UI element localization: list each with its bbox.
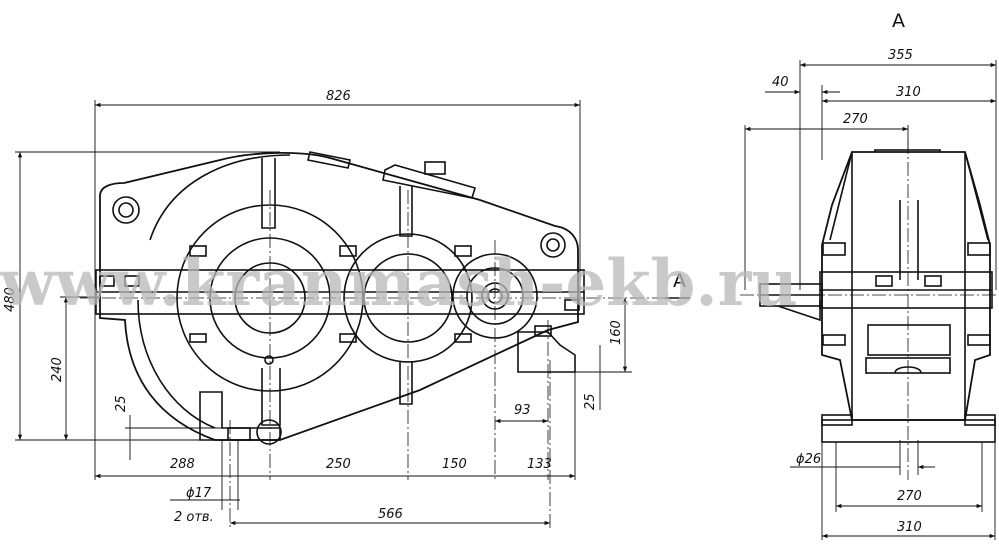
dim-93: 93 [514, 403, 531, 418]
inspection-cover [382, 164, 476, 199]
front-view: A [15, 100, 690, 530]
dim-side-310-top: 310 [896, 85, 921, 100]
dim-133: 133 [527, 457, 552, 472]
watermark: www.kranmash-ekb.ru [0, 246, 798, 321]
front-dimensions: 826 480 240 25 25 160 288 250 150 133 93… [3, 89, 632, 526]
dim-288: 288 [170, 457, 195, 472]
dim-side-270-bottom: 270 [897, 489, 922, 504]
dim-right-height: 160 [609, 320, 624, 345]
dim-bolt-offset: 25 [583, 393, 598, 410]
section-label: A [673, 270, 686, 292]
dim-side-310-bottom: 310 [897, 520, 922, 535]
dim-side-40: 40 [772, 75, 789, 90]
side-dimensions: 355 40 310 270 ϕ26 270 310 [745, 48, 996, 540]
dim-side-355: 355 [888, 48, 913, 63]
dim-foot-thickness: 25 [114, 395, 129, 412]
side-base [821, 419, 996, 443]
side-view: A [740, 10, 999, 480]
dim-566: 566 [378, 507, 403, 522]
dim-hole-count: 2 отв. [174, 510, 214, 525]
dim-150: 150 [442, 457, 467, 472]
flange-bolts [99, 245, 580, 343]
dim-shaft-dia: ϕ26 [796, 452, 821, 467]
housing-outline [99, 152, 579, 441]
view-label: A [892, 10, 905, 32]
dim-axis-height: 240 [50, 357, 65, 382]
dim-height: 480 [3, 287, 18, 312]
dim-overall-length: 826 [326, 89, 351, 104]
dim-250: 250 [326, 457, 351, 472]
dim-side-270-top: 270 [843, 112, 868, 127]
dim-hole-dia: ϕ17 [186, 486, 212, 501]
